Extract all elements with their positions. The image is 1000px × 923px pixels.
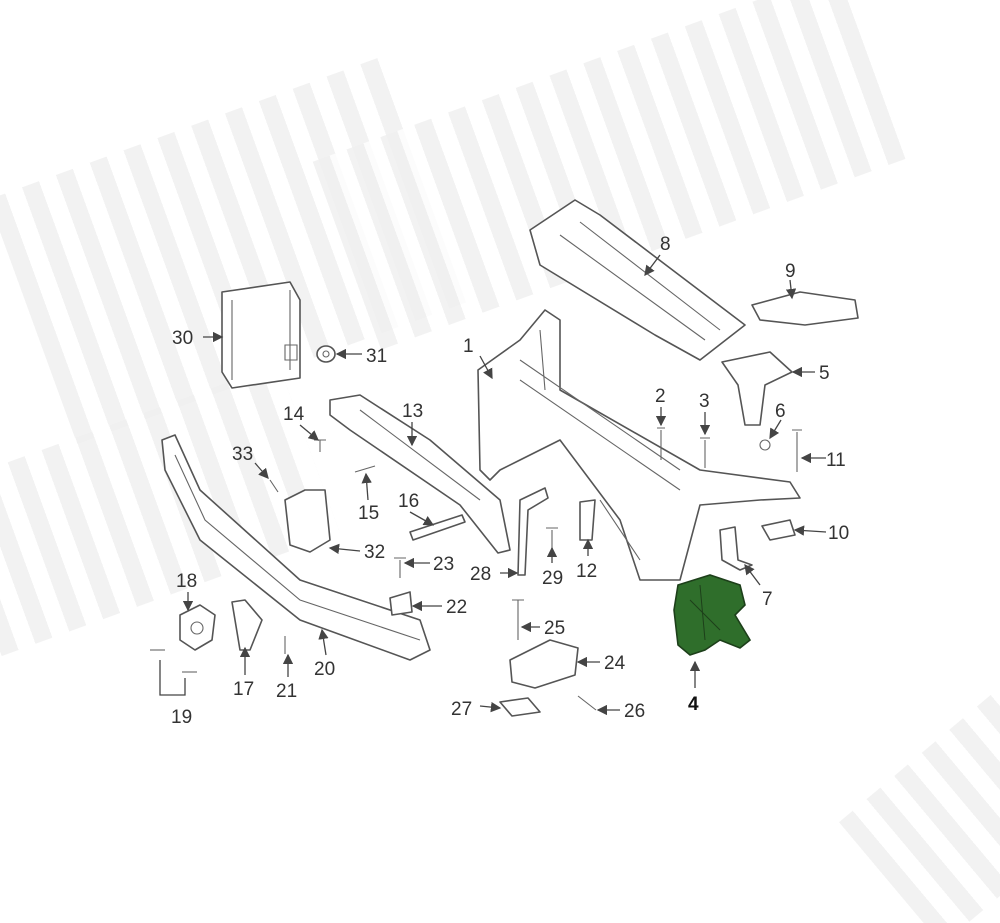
part-27-plate[interactable]	[499, 697, 541, 717]
callout-32: 32	[364, 542, 385, 563]
part-12-clip[interactable]	[579, 499, 596, 541]
callout-labels: 1 2 3 4 5 6 7 8 9 10 11 12 13 14 15 16 1…	[171, 234, 849, 728]
part-8-upper-tie-bar[interactable]	[529, 199, 746, 361]
callout-30: 30	[172, 328, 193, 349]
callout-3: 3	[699, 391, 710, 412]
callout-16: 16	[398, 491, 419, 512]
callout-22: 22	[446, 597, 467, 618]
callout-13: 13	[402, 401, 423, 422]
callout-28: 28	[470, 564, 491, 585]
part-13-reinforcement[interactable]	[329, 394, 511, 554]
callout-5: 5	[819, 363, 830, 384]
callout-27: 27	[451, 699, 472, 720]
callout-18: 18	[176, 571, 197, 592]
callout-8: 8	[660, 234, 671, 255]
callout-14: 14	[283, 404, 305, 425]
callout-24: 24	[604, 653, 626, 674]
part-24-bracket[interactable]	[509, 639, 579, 689]
callout-12: 12	[576, 561, 597, 582]
part-5-bracket[interactable]	[721, 351, 793, 426]
part-32-bracket[interactable]	[284, 489, 331, 553]
part-9-bracket[interactable]	[751, 291, 859, 326]
callout-9: 9	[785, 261, 796, 282]
callout-31: 31	[366, 346, 387, 367]
callout-6: 6	[775, 401, 786, 422]
callout-7: 7	[762, 589, 773, 610]
callout-4: 4	[688, 694, 699, 715]
part-31-nut[interactable]	[316, 345, 336, 363]
callout-15: 15	[358, 503, 379, 524]
part-1-radiator-support[interactable]	[477, 309, 801, 581]
part-22-clip[interactable]	[389, 591, 413, 616]
leader-lines	[159, 254, 827, 716]
callout-29: 29	[542, 568, 563, 589]
callout-21: 21	[276, 681, 297, 702]
part-28-rod[interactable]	[517, 487, 549, 576]
fasteners	[150, 427, 802, 711]
callout-20: 20	[314, 659, 335, 680]
callout-23: 23	[433, 554, 454, 575]
callout-11: 11	[826, 450, 846, 471]
part-7-bracket[interactable]	[719, 526, 753, 571]
callout-33: 33	[232, 444, 253, 465]
part-16-rod[interactable]	[409, 514, 466, 541]
part-20-bumper-reinforcement[interactable]	[161, 434, 431, 661]
callout-1: 1	[463, 336, 474, 357]
callout-19: 19	[171, 707, 192, 728]
callout-25: 25	[544, 618, 565, 639]
callout-2: 2	[655, 386, 666, 407]
part-17-bracket[interactable]	[231, 599, 263, 651]
part-4-bracket-highlighted[interactable]	[673, 574, 752, 656]
part-10-bracket[interactable]	[761, 519, 796, 541]
callout-26: 26	[624, 701, 645, 722]
part-18-bracket[interactable]	[179, 604, 216, 651]
callout-10: 10	[828, 523, 849, 544]
part-30-module[interactable]	[221, 281, 301, 389]
callout-17: 17	[233, 679, 254, 700]
